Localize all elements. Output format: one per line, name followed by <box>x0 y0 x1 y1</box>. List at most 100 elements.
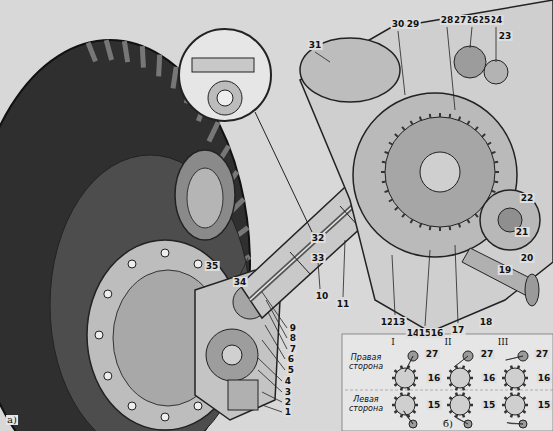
ratchet-gear <box>450 395 470 415</box>
figure-label: а) <box>6 415 18 425</box>
gear-tooth <box>439 227 441 231</box>
gear-tooth <box>415 377 418 380</box>
gear-tooth <box>407 388 410 391</box>
callout-number: 29 <box>406 19 421 29</box>
callout-number: 35 <box>205 261 220 271</box>
callout-number: 1 <box>284 407 292 417</box>
inset-callout-number: 15 <box>537 400 552 410</box>
gear-tooth <box>429 226 432 230</box>
magnified-inset <box>179 29 271 121</box>
gear-tooth <box>468 384 470 386</box>
gear-tooth <box>455 393 458 396</box>
callout-number: 17 <box>451 325 466 335</box>
gear-tooth <box>420 117 421 121</box>
gear-tooth <box>510 393 513 396</box>
inset-callout-number: 15 <box>482 400 497 410</box>
gear-tooth <box>400 388 403 391</box>
gear-tooth <box>468 121 470 124</box>
pawl <box>507 417 523 430</box>
gear-tooth <box>394 370 396 372</box>
rim-bolt <box>161 413 169 421</box>
callout-number: 3 <box>284 387 292 397</box>
ratchet-gear <box>450 368 470 388</box>
gear-tooth <box>523 397 525 399</box>
tread-lug <box>142 46 143 68</box>
gear-tooth <box>449 384 451 386</box>
inset-callout-number: 16 <box>427 373 442 383</box>
callout-number: 22 <box>520 193 535 203</box>
pto-shaft <box>462 248 534 296</box>
gear-tooth <box>459 117 460 121</box>
gear-tooth <box>394 384 396 386</box>
gear-tooth <box>382 161 386 164</box>
ratchet-gear <box>395 368 415 388</box>
rim-bolt <box>104 290 112 298</box>
gear-tooth <box>462 388 465 391</box>
gear-tooth <box>392 404 395 407</box>
gear-tooth <box>492 191 496 192</box>
tread-lug <box>88 43 95 62</box>
gear-tooth <box>394 411 396 413</box>
rim-bolt <box>194 260 202 268</box>
shaft-flange <box>525 274 539 306</box>
callout-number: 10 <box>315 291 330 301</box>
gear-tooth <box>504 397 506 399</box>
gear-tooth <box>468 370 470 372</box>
tire-cutaway-inner <box>187 168 223 228</box>
callout-number: 28 <box>440 15 455 25</box>
tire-cutaway <box>175 150 235 240</box>
callout-number: 33 <box>311 253 326 263</box>
side-label: Левая сторона <box>344 395 388 413</box>
tube-joint <box>290 252 310 274</box>
pawl <box>400 411 416 424</box>
gear-tooth <box>525 404 528 407</box>
tread-lug <box>124 41 127 62</box>
gear-tooth <box>510 388 513 391</box>
gear-tooth <box>402 127 405 130</box>
housing-cover <box>300 38 400 102</box>
rim-bolt <box>95 331 103 339</box>
rim-bolt <box>128 402 136 410</box>
gear-tooth <box>449 226 452 230</box>
gear-tooth <box>468 411 470 413</box>
callout-number: 20 <box>520 253 535 263</box>
gear-tooth <box>381 171 385 173</box>
gear-tooth <box>495 171 499 173</box>
clamp-bolt <box>192 58 254 72</box>
gear-tooth <box>385 152 389 153</box>
rim-bolt <box>194 402 202 410</box>
differential-gear <box>454 46 486 78</box>
tread-lug <box>106 40 111 60</box>
gear-tooth <box>470 404 473 407</box>
ratchet-gear <box>395 395 415 415</box>
gear-tooth <box>429 114 432 118</box>
inset-panel <box>342 334 553 431</box>
callout-number: 31 <box>308 40 323 50</box>
gear-tooth <box>395 207 398 210</box>
gear-tooth <box>517 415 520 418</box>
final-drive-gear <box>385 117 495 227</box>
gear-tooth <box>413 384 415 386</box>
callout-number: 16 <box>430 328 445 338</box>
gear-hub <box>420 152 460 192</box>
pawl <box>454 416 468 424</box>
gear-tooth <box>494 181 498 184</box>
callout-number: 8 <box>289 333 297 343</box>
gear-tooth <box>517 393 520 396</box>
pawl <box>454 356 468 367</box>
gear-tooth <box>411 121 413 124</box>
inset-callout-number: 16 <box>537 373 552 383</box>
ratchet-gear <box>505 395 525 415</box>
gear-tooth <box>523 411 525 413</box>
callout-number: 23 <box>498 31 513 41</box>
callout-number: 11 <box>336 299 351 309</box>
gear-tooth <box>413 411 415 413</box>
gear-tooth <box>449 411 451 413</box>
gear-tooth <box>447 404 450 407</box>
tread-lug <box>173 67 176 89</box>
differential-gear <box>484 60 508 84</box>
gear-tooth <box>389 143 392 145</box>
inset-callout-number: 27 <box>535 349 550 359</box>
